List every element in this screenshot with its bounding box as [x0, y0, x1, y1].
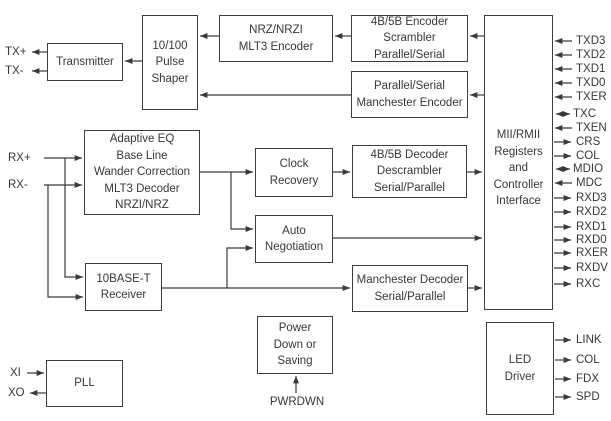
pin-label-tx-minus: TX- [5, 65, 24, 77]
mii-signal-label-mdc: MDC [576, 177, 603, 189]
mii-signal-label-rxd0: RXD0 [576, 234, 607, 246]
pin-label-xi: XI [10, 367, 21, 379]
pin-label-tx-plus: TX+ [5, 46, 27, 58]
pin-label-rx-minus: RX- [8, 179, 28, 191]
block-manchester-encoder: Parallel/Serial Manchester Encoder [351, 71, 468, 118]
mii-signal-label-txen: TXEN [576, 122, 607, 134]
mii-signal-label-rxer: RXER [576, 247, 608, 259]
mii-signal-label-txd0: TXD0 [576, 77, 606, 89]
mii-signal-label-col: COL [576, 150, 600, 162]
led-signal-label-col: COL [576, 354, 600, 366]
tx-path-wires [32, 33, 484, 98]
misc-wires [27, 370, 299, 396]
block-power-down: Power Down or Saving [257, 316, 333, 374]
rx-path-wires [44, 155, 482, 300]
led-signal-wires [555, 337, 571, 400]
block-pulse-shaper: 10/100 Pulse Shaper [142, 15, 198, 110]
pin-label-pwrdwn: PWRDWN [269, 396, 325, 408]
led-signal-label-link: LINK [576, 334, 602, 346]
mii-signal-label-mdio: MDIO [573, 163, 604, 175]
block-auto-negotiation: Auto Negotiation [255, 215, 333, 263]
block-mii-rmii-interface: MII/RMII Registers and Controller Interf… [484, 15, 553, 310]
mii-signal-label-rxd1: RXD1 [576, 221, 607, 233]
pin-label-rx-plus: RX+ [8, 152, 31, 164]
block-manchester-decoder: Manchester Decoder Serial/Parallel [352, 265, 468, 312]
mii-signal-label-crs: CRS [576, 136, 601, 148]
mii-signal-label-txd1: TXD1 [576, 63, 606, 75]
mii-signal-label-txd2: TXD2 [576, 49, 606, 61]
block-4b5b-decoder: 4B/5B Decoder Descrambler Serial/Paralle… [352, 145, 467, 198]
block-nrz-mlt3-encoder: NRZ/NRZI MLT3 Encoder [219, 15, 333, 62]
mii-signal-wires [554, 38, 572, 287]
block-clock-recovery: Clock Recovery [255, 148, 333, 197]
mii-signal-label-txer: TXER [576, 91, 607, 103]
block-transmitter: Transmitter [47, 43, 123, 81]
block-led-driver: LED Driver [486, 322, 554, 415]
led-signal-label-spd: SPD [576, 391, 600, 403]
block-10base-t-receiver: 10BASE-T Receiver [85, 263, 162, 311]
mii-signal-label-txd3: TXD3 [576, 35, 606, 47]
pin-label-xo: XO [8, 387, 25, 399]
block-4b5b-encoder: 4B/5B Encoder Scrambler Parallel/Serial [351, 15, 468, 62]
mii-signal-label-rxdv: RXDV [576, 262, 608, 274]
mii-signal-label-rxd3: RXD3 [576, 192, 607, 204]
mii-signal-label-rxd2: RXD2 [576, 206, 607, 218]
block-adaptive-eq: Adaptive EQ Base Line Wander Correction … [84, 130, 200, 215]
mii-signal-label-rxc: RXC [576, 278, 601, 290]
led-signal-label-fdx: FDX [576, 373, 599, 385]
block-pll: PLL [46, 360, 123, 407]
mii-signal-label-txc: TXC [573, 108, 596, 120]
